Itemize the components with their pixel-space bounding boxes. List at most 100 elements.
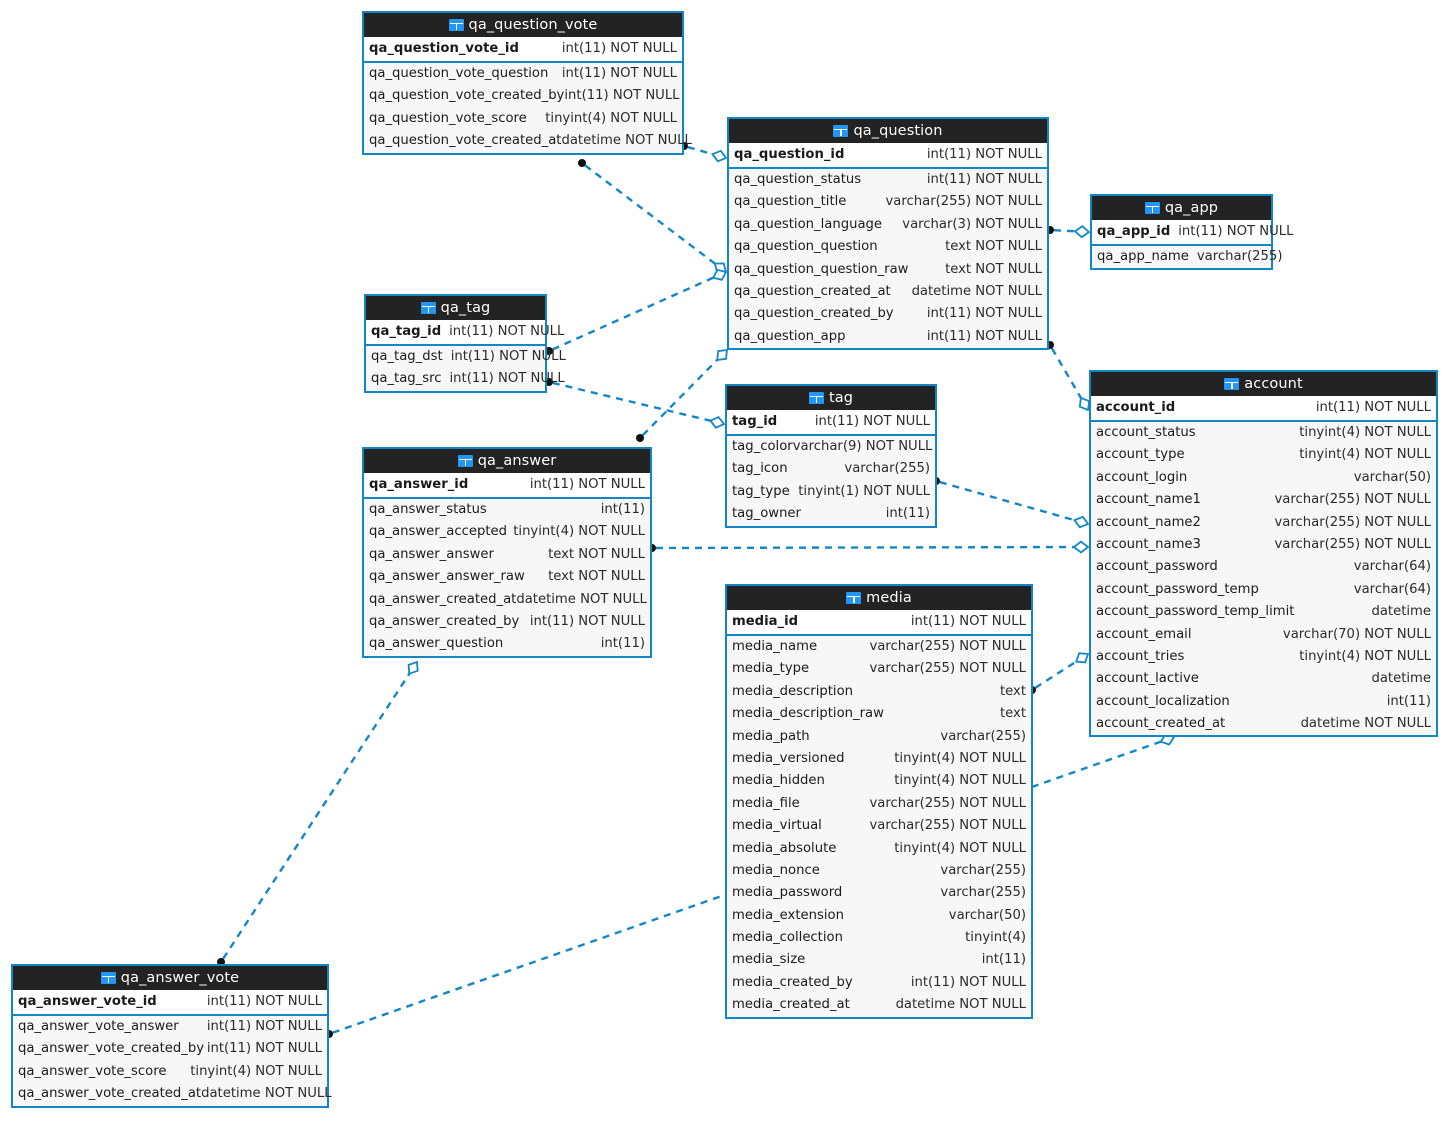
column-row[interactable]: account_password_temp varchar(64) xyxy=(1091,579,1436,601)
column-type: int(11) NOT NULL xyxy=(1178,224,1294,239)
table-header-tag: tag xyxy=(727,386,935,410)
table-header-qa_tag: qa_tag xyxy=(366,296,545,320)
table-icon xyxy=(457,455,473,467)
column-type: varchar(64) xyxy=(1353,559,1431,575)
column-type: varchar(255) NOT NULL xyxy=(1274,514,1432,530)
column-name: tag_type xyxy=(732,483,790,499)
column-type: varchar(255) NOT NULL xyxy=(869,639,1027,654)
column-type: int(11) NOT NULL xyxy=(1315,400,1431,415)
column-type: int(11) NOT NULL xyxy=(561,66,677,81)
column-type: varchar(64) xyxy=(1353,581,1431,597)
column-name: account_password_temp xyxy=(1096,581,1259,597)
column-type: text NOT NULL xyxy=(548,569,645,585)
table-icon xyxy=(1144,202,1160,214)
relation-media-to-account xyxy=(1028,652,1090,694)
column-name: qa_answer_vote_created_at xyxy=(18,1086,202,1102)
column-name: tag_id xyxy=(732,414,778,429)
column-name: qa_answer_status xyxy=(369,502,487,517)
column-type: int(11) NOT NULL xyxy=(561,41,677,56)
relation-line xyxy=(1053,229,1079,233)
column-type: varchar(255) xyxy=(940,728,1026,744)
